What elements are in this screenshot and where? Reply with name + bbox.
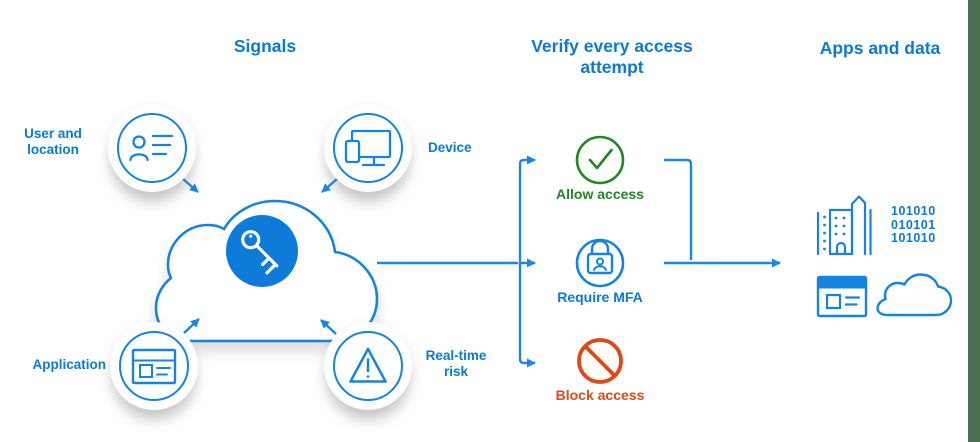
arrow-application-to-cloud — [183, 318, 200, 334]
contact-card-icon — [129, 134, 174, 162]
warning-triangle-icon — [349, 347, 387, 383]
require-mfa-label: Require MFA — [557, 289, 643, 305]
application-badge — [110, 322, 198, 410]
connector-lines — [182, 155, 781, 368]
right-edge-bar — [968, 0, 980, 442]
mfa-lock-icon — [575, 238, 625, 288]
binary-line: 010101 — [891, 217, 936, 232]
application-label: Application — [32, 357, 107, 372]
arrow-user-to-cloud — [182, 178, 199, 193]
allow-access-label: Allow access — [556, 186, 644, 202]
key-icon — [226, 215, 298, 287]
realtime-risk-label: Real-time risk — [425, 348, 487, 380]
arrow-risk-to-cloud — [320, 319, 337, 335]
checkmark-circle-icon — [575, 135, 625, 185]
building-icon — [816, 195, 872, 256]
allow-merge-line — [664, 158, 693, 260]
binary-line: 101010 — [891, 231, 936, 245]
device-badge — [324, 104, 412, 192]
realtime-risk-badge — [324, 322, 412, 410]
cloud-icon — [876, 273, 953, 317]
arrow-device-to-cloud — [321, 178, 338, 193]
binary-data-text: 101010 010101 101010 — [891, 204, 936, 246]
block-circle-icon — [577, 338, 623, 384]
signals-heading: Signals — [233, 36, 297, 56]
branch-arrow-block — [518, 358, 536, 368]
hub-cloud — [154, 199, 379, 343]
apps-and-data-heading: Apps and data — [819, 38, 941, 58]
user-location-badge — [108, 104, 196, 192]
branch-arrow-allow — [518, 155, 536, 359]
app-window-icon — [131, 348, 177, 385]
device-label: Device — [428, 140, 472, 155]
apps-app-window-icon — [816, 275, 868, 318]
devices-icon — [344, 129, 392, 167]
block-access-label: Block access — [555, 387, 645, 403]
binary-line: 101010 — [891, 204, 936, 218]
user-location-label: User and location — [24, 126, 82, 158]
verify-heading: Verify every access attempt — [531, 36, 693, 78]
